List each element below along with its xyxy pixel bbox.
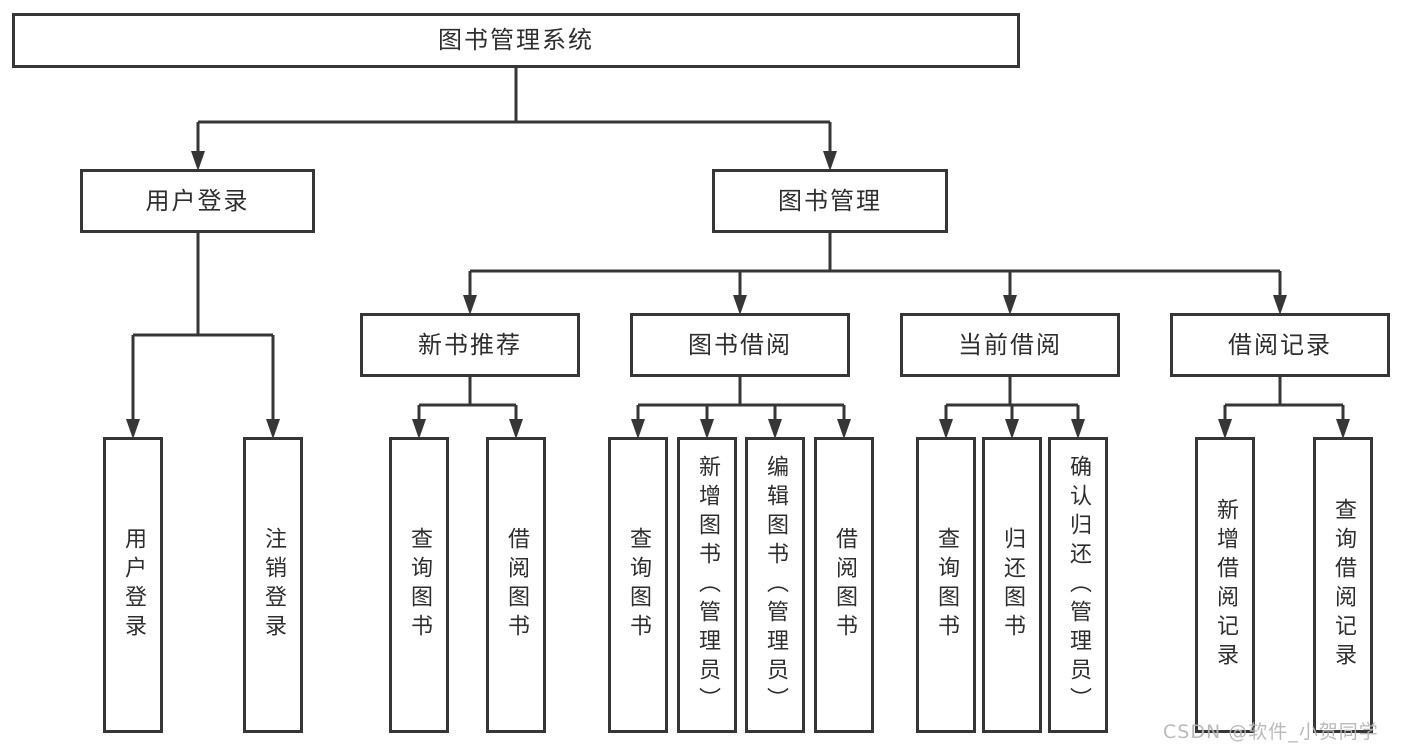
connector-borrow-records-branch (1223, 377, 1345, 434)
node-leaf-add-book-admin: 新增图书（管理员） (677, 437, 737, 733)
node-user-login: 用户登录 (80, 169, 315, 233)
arrow-down-icon (266, 419, 280, 439)
arrow-down-icon (1336, 419, 1350, 439)
arrow-down-icon (823, 151, 837, 171)
arrow-down-icon (1218, 419, 1232, 439)
arrow-down-icon (463, 295, 477, 315)
node-leaf-edit-book-admin: 编辑图书（管理员） (745, 437, 805, 733)
node-leaf-query-books-recommend: 查询图书 (389, 437, 449, 733)
node-leaf-query-borrow-record: 查询借阅记录 (1313, 437, 1373, 733)
connector-root-to-level2 (196, 68, 832, 166)
node-leaf-confirm-return-admin: 确认归还（管理员） (1048, 437, 1108, 733)
node-book-borrowing: 图书借阅 (630, 313, 850, 377)
node-leaf-user-login: 用户登录 (103, 437, 163, 733)
connector-new-book-branch (417, 377, 518, 434)
arrow-down-icon (700, 419, 714, 439)
arrow-down-icon (733, 295, 747, 315)
arrowheads (126, 151, 1350, 439)
connector-book-borrowing-branch (636, 377, 846, 434)
arrow-down-icon (1003, 295, 1017, 315)
arrow-down-icon (939, 419, 953, 439)
node-leaf-borrow-books-borrowing: 借阅图书 (814, 437, 874, 733)
node-borrowing-records: 借阅记录 (1170, 313, 1390, 377)
arrow-down-icon (126, 419, 140, 439)
arrow-down-icon (631, 419, 645, 439)
arrow-down-icon (1273, 295, 1287, 315)
csdn-watermark: CSDN @软件_小贺同学 (1163, 721, 1379, 743)
node-leaf-logout: 注销登录 (243, 437, 303, 733)
node-current-borrowing: 当前借阅 (900, 313, 1120, 377)
node-leaf-return-books: 归还图书 (982, 437, 1042, 733)
node-leaf-query-books-borrowing: 查询图书 (608, 437, 668, 733)
arrow-down-icon (412, 419, 426, 439)
node-leaf-query-books-current: 查询图书 (916, 437, 976, 733)
node-book-management-system: 图书管理系统 (12, 13, 1020, 68)
arrow-down-icon (1071, 419, 1085, 439)
arrow-down-icon (509, 419, 523, 439)
arrow-down-icon (1005, 419, 1019, 439)
arrow-down-icon (837, 419, 851, 439)
arrow-down-icon (191, 151, 205, 171)
connector-book-management-branch (468, 233, 1282, 310)
node-leaf-add-borrow-record: 新增借阅记录 (1195, 437, 1255, 733)
node-book-management: 图书管理 (712, 169, 948, 233)
node-leaf-borrow-books-recommend: 借阅图书 (486, 437, 546, 733)
arrow-down-icon (768, 419, 782, 439)
connector-user-login-branch (131, 233, 275, 434)
node-new-book-recommendation: 新书推荐 (360, 313, 580, 377)
